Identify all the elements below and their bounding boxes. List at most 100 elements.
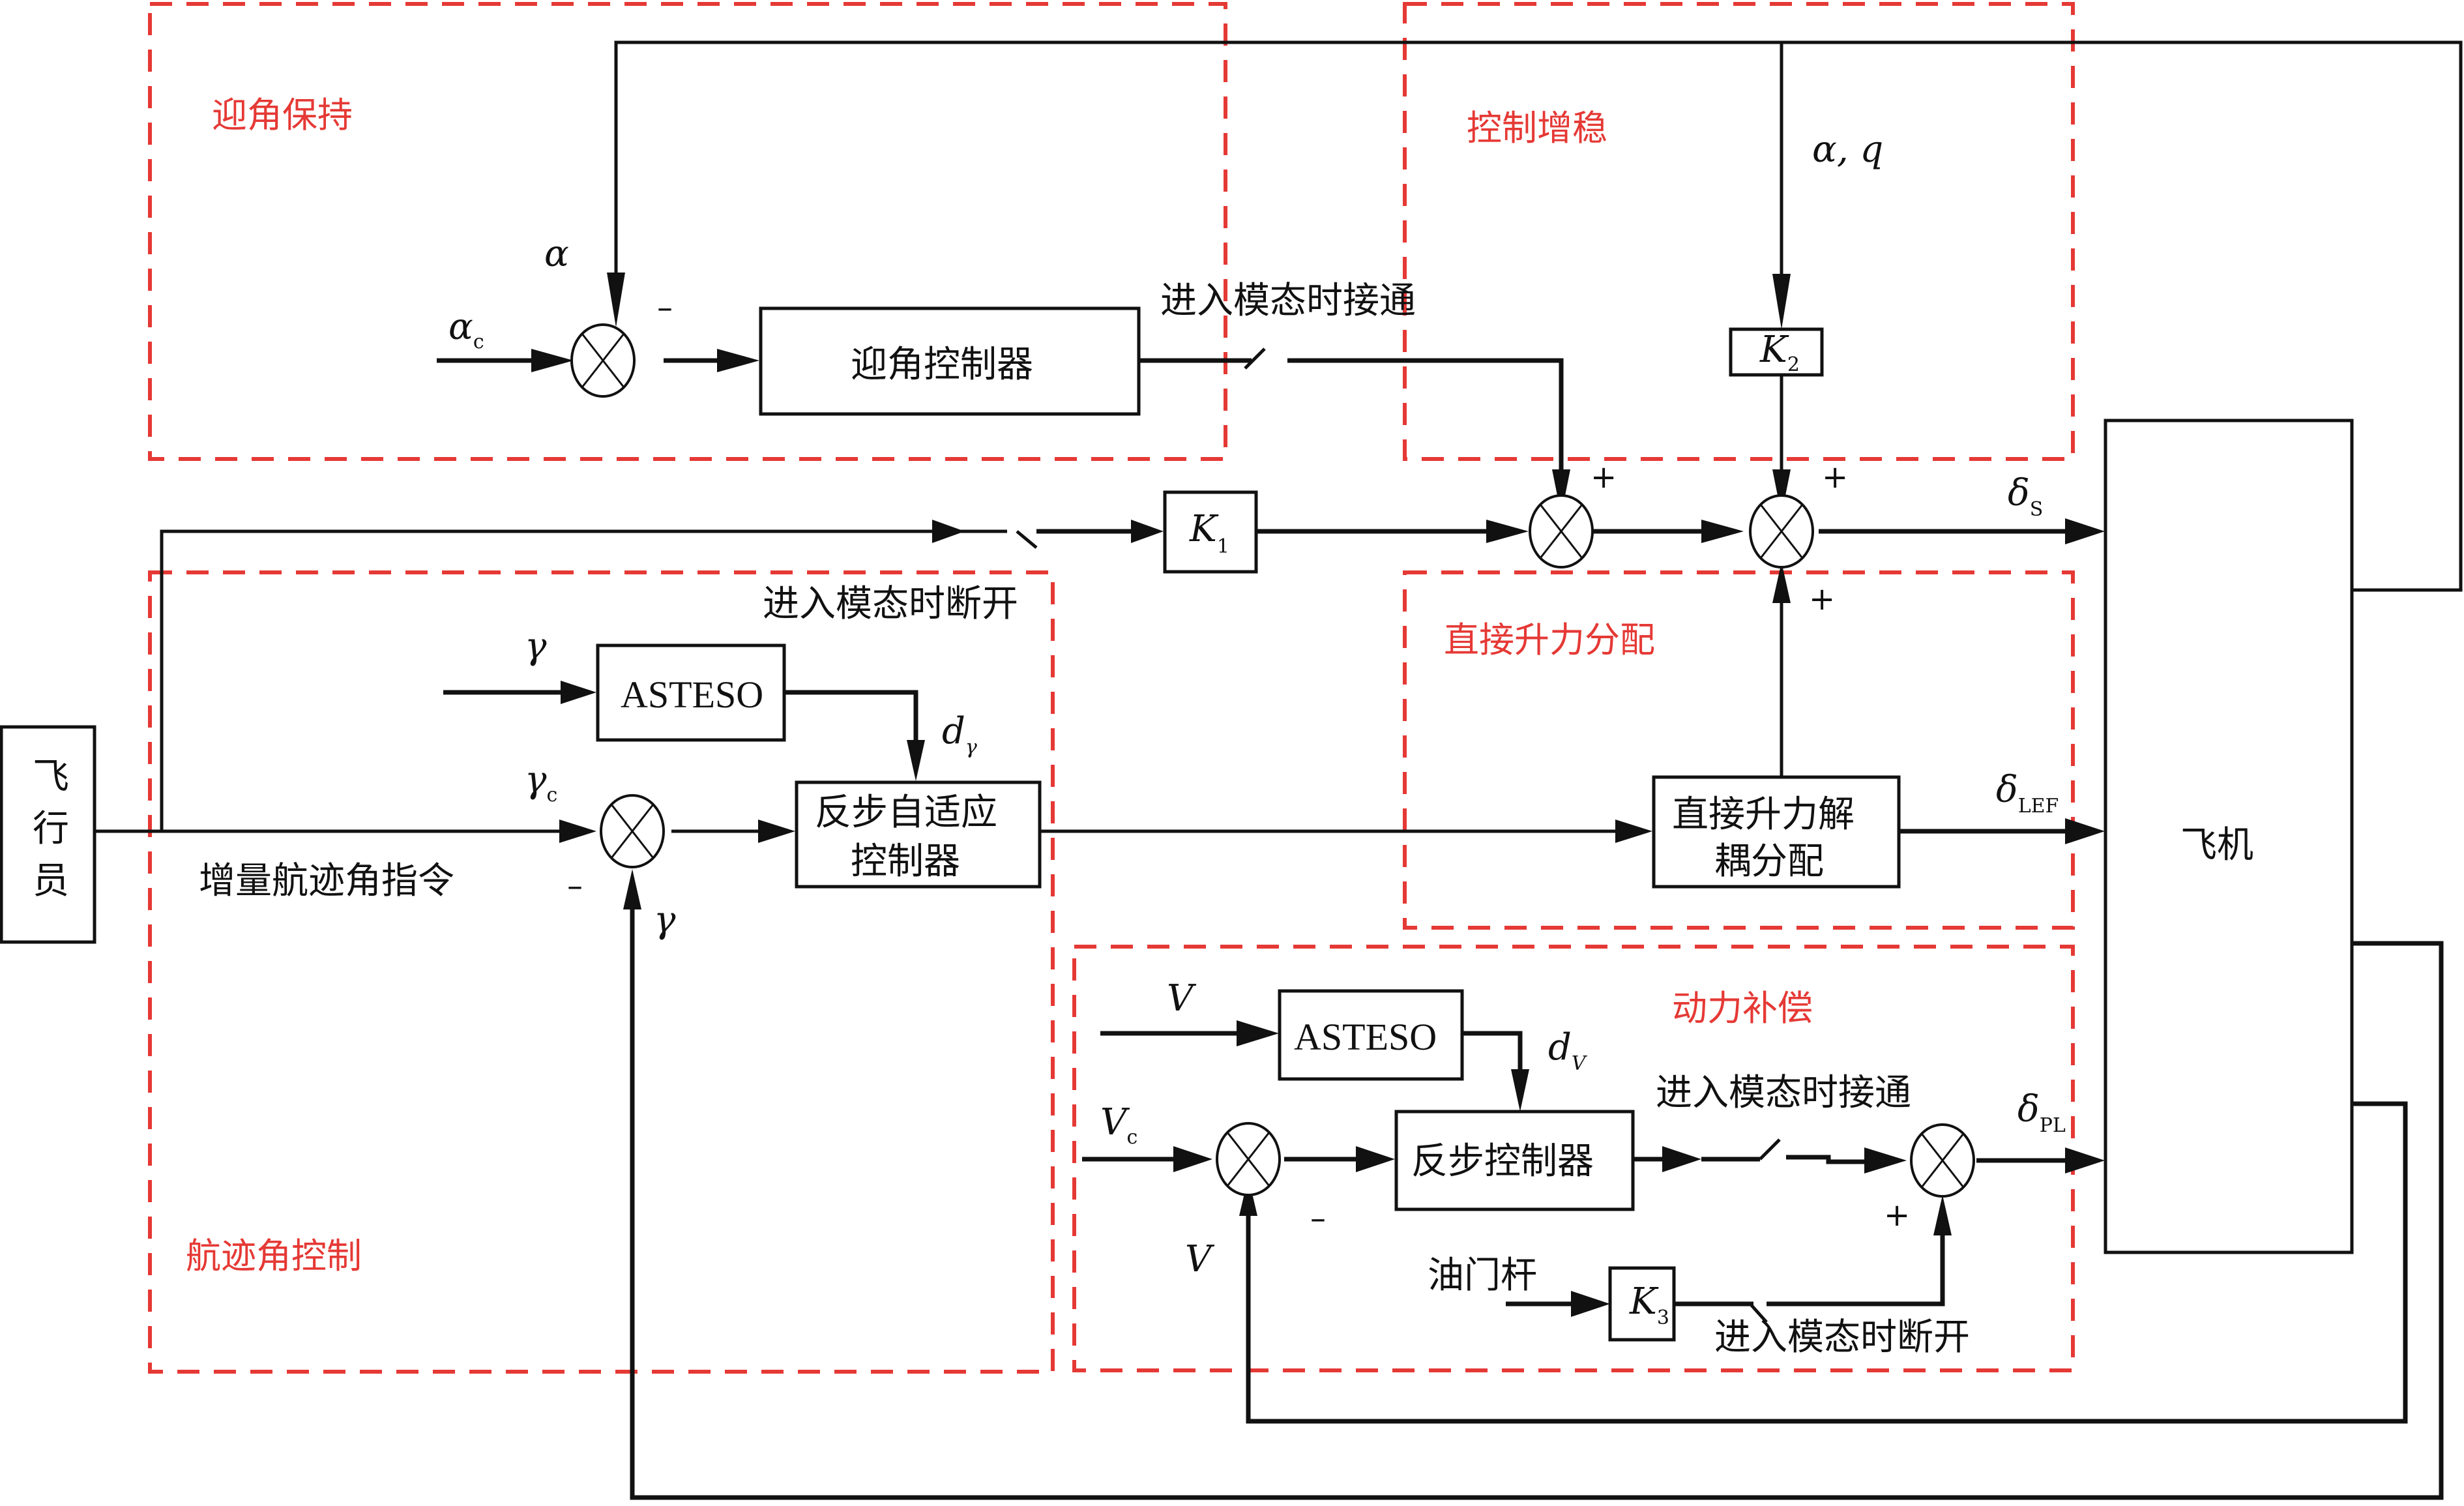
sign-aoa-minus: – — [657, 289, 673, 326]
aircraft-label: 飞机 — [2180, 824, 2253, 866]
signal-delta-pl: δPL — [2017, 1088, 2066, 1137]
signal-v-c: Vc — [1100, 1101, 1137, 1149]
arrowhead — [531, 349, 574, 372]
power-switch-blade — [1759, 1138, 1781, 1160]
sign-sum1-plus: + — [1591, 459, 1617, 495]
arrowhead — [1615, 819, 1652, 843]
wire-k3-to-sum — [1767, 1229, 1945, 1307]
aoa-switch-label: 进入模态时接通 — [1160, 280, 1416, 322]
arrowhead — [1864, 1147, 1907, 1174]
group-label-direct-lift: 直接升力分配 — [1444, 619, 1655, 660]
k3-block — [1608, 1266, 1676, 1342]
signal-delta-s: δS — [2008, 472, 2043, 521]
signal-gamma-c: γc — [525, 759, 557, 806]
wire-alpha-feedback — [614, 40, 2463, 592]
arrowhead — [2065, 818, 2105, 844]
arrowhead — [607, 273, 625, 327]
signal-v: V — [1167, 977, 1197, 1020]
k2-label: K2 — [1759, 329, 1800, 376]
k1-switch-blade — [1016, 530, 1038, 549]
arrowhead — [559, 819, 596, 843]
asteso-v-block — [1278, 989, 1464, 1081]
signal-v-feedback: V — [1185, 1238, 1215, 1280]
arrowhead — [1701, 520, 1744, 543]
signal-alpha: α — [544, 233, 569, 275]
wire-sw-to-sum — [1786, 1155, 1871, 1164]
arrowhead — [1173, 1146, 1212, 1172]
group-flight-path-control — [148, 570, 1055, 1374]
signal-gamma: γ — [525, 625, 547, 668]
k3-label: K3 — [1629, 1280, 1669, 1329]
incremental-fpa-cmd-label: 增量航迹角指令 — [199, 860, 454, 902]
k1-label: K1 — [1189, 508, 1229, 558]
sign-sum2-bottom-plus: + — [1809, 581, 1835, 617]
arrowhead — [1486, 520, 1529, 543]
pilot-label-2: 行 — [33, 808, 69, 850]
arrowhead — [932, 520, 965, 543]
throttle-lever-label: 油门杆 — [1428, 1254, 1537, 1297]
wire-v-feedback — [1246, 1101, 2408, 1424]
backstep-adaptive-label-1: 反步自适应 — [815, 791, 997, 834]
pilot-label-1: 飞 — [33, 756, 69, 798]
aircraft-block — [2104, 419, 2354, 1254]
group-label-aoa-hold: 迎角保持 — [212, 95, 353, 136]
arrowhead — [1552, 469, 1570, 515]
backstep-adaptive-label-2: 控制器 — [851, 840, 960, 883]
asteso-gamma-label: ASTESO — [621, 673, 763, 716]
signal-alpha-c: αc — [448, 306, 484, 353]
group-direct-lift-allocation — [1403, 570, 2075, 930]
sum-1 — [1529, 494, 1594, 568]
sign-gamma-minus: – — [567, 868, 583, 904]
arrowhead — [1662, 1146, 1701, 1172]
aoa-controller-block — [759, 306, 1141, 416]
k2-block — [1729, 327, 1824, 377]
signal-d-gamma: dγ — [942, 710, 977, 759]
arrowhead — [623, 869, 641, 909]
arrowhead — [2065, 518, 2105, 544]
sign-pl-plus: + — [1884, 1197, 1910, 1233]
arrowhead — [1131, 520, 1164, 543]
direct-lift-decoupling-block — [1652, 775, 1901, 889]
arrowhead — [1772, 469, 1791, 515]
signal-alpha-q: α, q — [1812, 128, 1883, 171]
backstep-controller-label: 反步控制器 — [1411, 1140, 1594, 1183]
backstep-controller-block — [1394, 1110, 1635, 1211]
arrowhead — [1772, 562, 1791, 603]
pilot-label-3: 员 — [33, 860, 69, 902]
arrowhead — [1772, 274, 1791, 329]
arrowhead — [2065, 1147, 2105, 1174]
sum-pl — [1910, 1123, 1975, 1198]
aoa-controller-label: 迎角控制器 — [851, 344, 1033, 386]
arrowhead — [1571, 1291, 1610, 1317]
arrowhead — [1511, 1069, 1529, 1112]
arrowhead — [717, 349, 759, 372]
throttle-switch-blade — [1749, 1303, 1768, 1323]
arrowhead — [1356, 1146, 1395, 1172]
arrowhead — [758, 819, 795, 843]
aoa-switch-blade — [1244, 347, 1266, 370]
signal-delta-lef: δLEF — [1996, 769, 2059, 818]
sum-2 — [1749, 494, 1814, 568]
direct-lift-label-2: 耦分配 — [1714, 840, 1824, 883]
wire-gamma-feedback — [630, 903, 2444, 1500]
group-label-control-augmentation: 控制增稳 — [1467, 108, 1607, 149]
sum-gamma — [600, 794, 665, 868]
direct-lift-label-1: 直接升力解 — [1672, 793, 1855, 836]
arrowhead — [561, 681, 596, 704]
asteso-v-label: ASTESO — [1294, 1016, 1437, 1058]
backstep-adaptive-block — [795, 780, 1042, 889]
k1-block — [1163, 490, 1258, 574]
group-label-power-comp: 动力补偿 — [1672, 988, 1813, 1029]
group-label-flight-path: 航迹角控制 — [186, 1235, 362, 1277]
group-control-augmentation — [1403, 2, 2075, 461]
wire-d-v — [1461, 1031, 1523, 1076]
power-switch-label: 进入模态时接通 — [1656, 1072, 1911, 1114]
sum-aoa — [570, 323, 636, 398]
signal-d-v: dV — [1548, 1026, 1588, 1075]
asteso-gamma-block — [596, 643, 786, 742]
wire-pilot-branch — [160, 529, 1007, 831]
sum-v — [1216, 1122, 1281, 1196]
arrowhead — [1237, 1020, 1279, 1046]
wire-d-gamma — [784, 690, 918, 743]
